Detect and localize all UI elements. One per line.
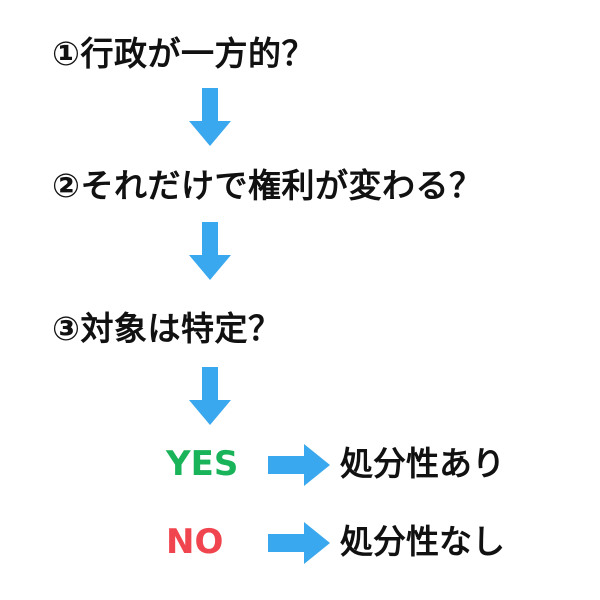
down-arrow-icon xyxy=(189,88,231,146)
down-arrow-icon xyxy=(189,367,231,425)
no-result: 処分性なし xyxy=(340,522,505,561)
no-label: NO xyxy=(166,522,224,562)
right-arrow-icon xyxy=(268,522,330,564)
right-arrow-icon xyxy=(268,444,330,486)
right-arrow-shape xyxy=(268,444,330,486)
yes-result: 処分性あり xyxy=(340,444,505,483)
down-arrow-shape xyxy=(189,222,231,280)
step-2-question: ②それだけで権利が変わる？ xyxy=(52,166,483,205)
down-arrow-icon xyxy=(189,222,231,280)
step-1-question: ①行政が一方的？ xyxy=(52,34,315,73)
yes-label: YES xyxy=(166,444,239,484)
step-3-question: ③対象は特定？ xyxy=(52,309,282,348)
down-arrow-shape xyxy=(189,88,231,146)
right-arrow-shape xyxy=(268,522,330,564)
down-arrow-shape xyxy=(189,367,231,425)
